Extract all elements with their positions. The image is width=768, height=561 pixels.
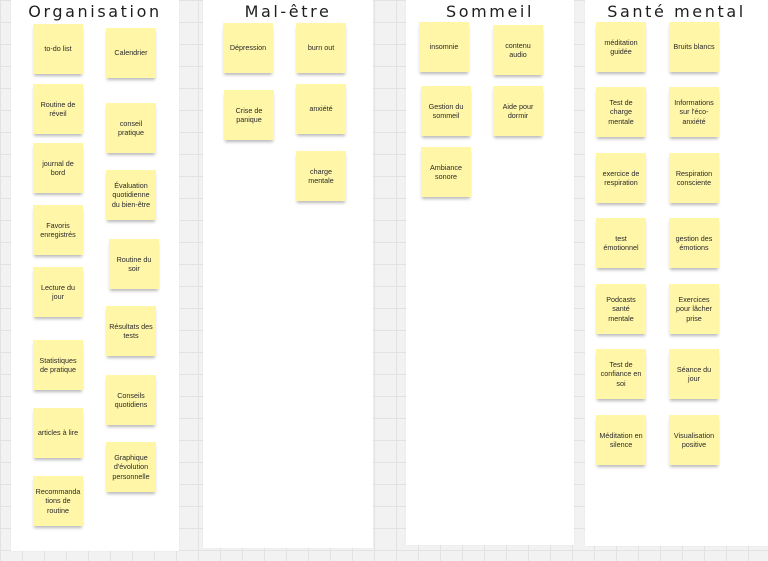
sticky-note[interactable]: anxiété <box>296 84 346 134</box>
sticky-note[interactable]: Bruits blancs <box>669 22 719 72</box>
sticky-note-text: Crise de panique <box>235 105 263 124</box>
sticky-note-text: Podcasts santé mentale <box>606 295 636 323</box>
sticky-note-text: articles à lire <box>37 428 79 438</box>
sticky-note[interactable]: Routine de réveil <box>33 84 83 134</box>
column-title-sante-mental: Santé mental <box>607 2 746 21</box>
sticky-note-text: to-do list <box>44 44 72 54</box>
column-mal-etre: Mal-être Dépression burn out Crise de pa… <box>203 0 373 548</box>
sticky-note[interactable]: to-do list <box>33 24 83 74</box>
sticky-note[interactable]: Crise de panique <box>224 90 274 140</box>
sticky-note[interactable]: charge mentale <box>296 151 346 201</box>
sticky-note[interactable]: exercice de respiration <box>596 153 646 203</box>
sticky-note[interactable]: articles à lire <box>33 408 83 458</box>
sticky-note-text: Routine du soir <box>116 254 152 273</box>
sticky-note-text: contenu audio <box>505 40 531 59</box>
sticky-note[interactable]: conseil pratique <box>106 103 156 153</box>
sticky-note-text: exercice de respiration <box>602 168 640 187</box>
column-title-mal-etre: Mal-être <box>244 2 332 21</box>
sticky-note-text: Lecture du jour <box>41 282 75 301</box>
sticky-note-text: Bruits blancs <box>673 42 715 52</box>
sticky-note-text: Statistiques de pratique <box>39 355 77 374</box>
sticky-note[interactable]: Dépression <box>223 23 273 73</box>
sticky-note[interactable]: Favoris enregistrés <box>33 205 83 255</box>
sticky-note-text: conseil pratique <box>118 118 144 137</box>
sticky-note[interactable]: Conseils quotidiens <box>106 375 156 425</box>
sticky-note[interactable]: Aide pour dormir <box>493 86 543 136</box>
sticky-note[interactable]: Exercices pour lâcher prise <box>669 284 719 334</box>
sticky-note[interactable]: Évaluation quotidienne du bien-être <box>106 170 156 220</box>
sticky-note[interactable]: Ambiance sonore <box>421 147 471 197</box>
sticky-note-text: Visualisation positive <box>673 430 715 449</box>
sticky-note[interactable]: insomnie <box>419 22 469 72</box>
sticky-note-text: Respiration consciente <box>675 168 713 187</box>
column-title-sommeil: Sommeil <box>445 2 535 21</box>
sticky-note-text: Favoris enregistrés <box>40 220 76 239</box>
sticky-note-text: Résultats des tests <box>109 321 153 340</box>
sticky-note[interactable]: Méditation en silence <box>596 415 646 465</box>
sticky-note[interactable]: Calendrier <box>106 28 156 78</box>
sticky-note-text: Recommandations de routine <box>35 487 81 515</box>
sticky-note-text: Méditation en silence <box>599 430 643 449</box>
sticky-note[interactable]: Graphique d'évolution personnelle <box>106 442 156 492</box>
column-title-organisation: Organisation <box>28 2 162 21</box>
sticky-note[interactable]: test émotionnel <box>596 218 646 268</box>
sticky-note[interactable]: journal de bord <box>33 143 83 193</box>
sticky-note[interactable]: Informations sur l'éco-anxiété <box>669 87 719 137</box>
sticky-note-text: journal de bord <box>42 158 74 177</box>
sticky-note-text: Graphique d'évolution personnelle <box>112 453 150 481</box>
sticky-note-text: Séance du jour <box>676 364 712 383</box>
sticky-note[interactable]: Test de charge mentale <box>596 87 646 137</box>
sticky-note[interactable]: Statistiques de pratique <box>33 340 83 390</box>
sticky-note-text: Conseils quotidiens <box>114 390 148 409</box>
sticky-note-text: gestion des émotions <box>675 233 713 252</box>
sticky-note-text: Évaluation quotidienne du bien-être <box>111 181 151 209</box>
sticky-note-text: Informations sur l'éco-anxiété <box>674 98 714 126</box>
sticky-note-text: test émotionnel <box>603 233 639 252</box>
sticky-note[interactable]: Podcasts santé mentale <box>596 284 646 334</box>
sticky-note-text: Dépression <box>229 43 267 53</box>
sticky-note[interactable]: Lecture du jour <box>33 267 83 317</box>
sticky-note-text: Calendrier <box>114 48 148 58</box>
column-sommeil: Sommeil insomnie contenu audio Gestion d… <box>406 0 574 545</box>
sticky-note[interactable]: Routine du soir <box>109 239 159 289</box>
sticky-note-text: charge mentale <box>308 166 334 185</box>
sticky-note[interactable]: Test de confiance en soi <box>596 349 646 399</box>
sticky-note[interactable]: Recommandations de routine <box>33 476 83 526</box>
sticky-note-text: Ambiance sonore <box>430 162 462 181</box>
sticky-note[interactable]: gestion des émotions <box>669 218 719 268</box>
sticky-note[interactable]: Gestion du sommeil <box>421 86 471 136</box>
sticky-note-text: méditation guidée <box>604 37 638 56</box>
sticky-note-text: insomnie <box>429 42 459 52</box>
sticky-note[interactable]: méditation guidée <box>596 22 646 72</box>
sticky-note[interactable]: Visualisation positive <box>669 415 719 465</box>
sticky-note[interactable]: Séance du jour <box>669 349 719 399</box>
sticky-note[interactable]: Respiration consciente <box>669 153 719 203</box>
sticky-note[interactable]: contenu audio <box>493 25 543 75</box>
column-organisation: Organisation to-do list Calendrier Routi… <box>11 0 179 551</box>
sticky-note-text: Exercices pour lâcher prise <box>676 295 712 323</box>
sticky-note[interactable]: Résultats des tests <box>106 306 156 356</box>
sticky-note-text: burn out <box>307 43 335 53</box>
sticky-note-text: anxiété <box>309 104 333 114</box>
sticky-note-text: Test de confiance en soi <box>600 360 642 388</box>
sticky-note-text: Test de charge mentale <box>608 98 634 126</box>
sticky-note[interactable]: burn out <box>296 23 346 73</box>
sticky-note-text: Routine de réveil <box>40 99 76 118</box>
column-sante-mental: Santé mental méditation guidée Bruits bl… <box>585 0 768 546</box>
sticky-note-text: Aide pour dormir <box>502 101 534 120</box>
sticky-note-text: Gestion du sommeil <box>428 101 464 120</box>
